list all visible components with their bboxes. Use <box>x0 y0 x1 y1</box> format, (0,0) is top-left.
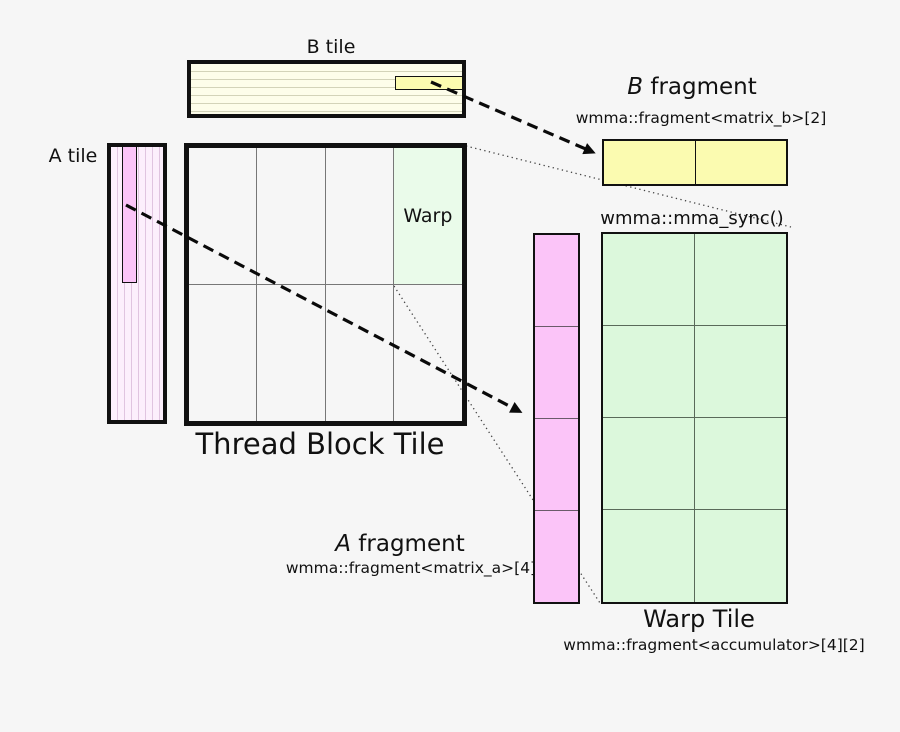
a-fragment-cell <box>535 511 578 602</box>
a-tile-label: A tile <box>48 145 98 167</box>
b-fragment-title-rest: fragment <box>643 74 757 100</box>
tbt-cell <box>325 148 394 285</box>
tbt-cell <box>257 284 326 421</box>
warp-tile-cell <box>694 234 786 326</box>
b-fragment-code: wmma::fragment<matrix_b>[2] <box>575 109 827 127</box>
b-tile-highlight-fragment <box>395 76 463 90</box>
a-fragment-title-rest: fragment <box>351 531 465 557</box>
tbt-cell <box>326 284 394 421</box>
b-fragment-title: B fragment <box>587 74 797 102</box>
b-fragment-title-letter: B <box>627 74 644 100</box>
b-fragment-box <box>602 139 788 186</box>
a-fragment-title-letter: A <box>335 531 351 557</box>
warp-tile-cell <box>603 234 695 326</box>
a-fragment-box <box>533 233 580 604</box>
mma-sync-label: wmma::mma_sync() <box>600 208 784 229</box>
warp-tile-cell <box>603 418 695 510</box>
a-fragment-code: wmma::fragment<matrix_a>[4] <box>285 559 537 577</box>
b-fragment-cell <box>604 141 696 184</box>
warp-tile-cell <box>603 510 695 602</box>
warp-tile-label: Warp Tile <box>643 605 755 633</box>
a-fragment-title: A fragment <box>295 531 505 559</box>
thread-block-tile-label: Thread Block Tile <box>195 427 445 461</box>
b-fragment-cell <box>696 141 787 184</box>
a-fragment-cell <box>535 235 578 327</box>
tbt-cell <box>257 148 326 285</box>
warp-tile-box <box>601 232 788 604</box>
warp-tile-cell <box>694 326 786 418</box>
a-fragment-cell <box>535 327 578 419</box>
tbt-cell <box>394 285 462 422</box>
tbt-cell <box>189 148 258 285</box>
b-tile-label: B tile <box>306 36 356 58</box>
thread-block-tile: Warp <box>184 143 467 426</box>
a-tile <box>107 143 167 424</box>
warp-tile-cell <box>603 326 695 418</box>
warp-tile-cell <box>695 510 787 602</box>
a-fragment-cell <box>535 419 578 511</box>
warp-tile-cell <box>694 418 786 510</box>
warp-cell: Warp <box>393 148 462 285</box>
warp-cell-label: Warp <box>403 204 453 227</box>
tbt-cell <box>189 284 258 421</box>
warp-tile-code: wmma::fragment<accumulator>[4][2] <box>563 636 865 654</box>
